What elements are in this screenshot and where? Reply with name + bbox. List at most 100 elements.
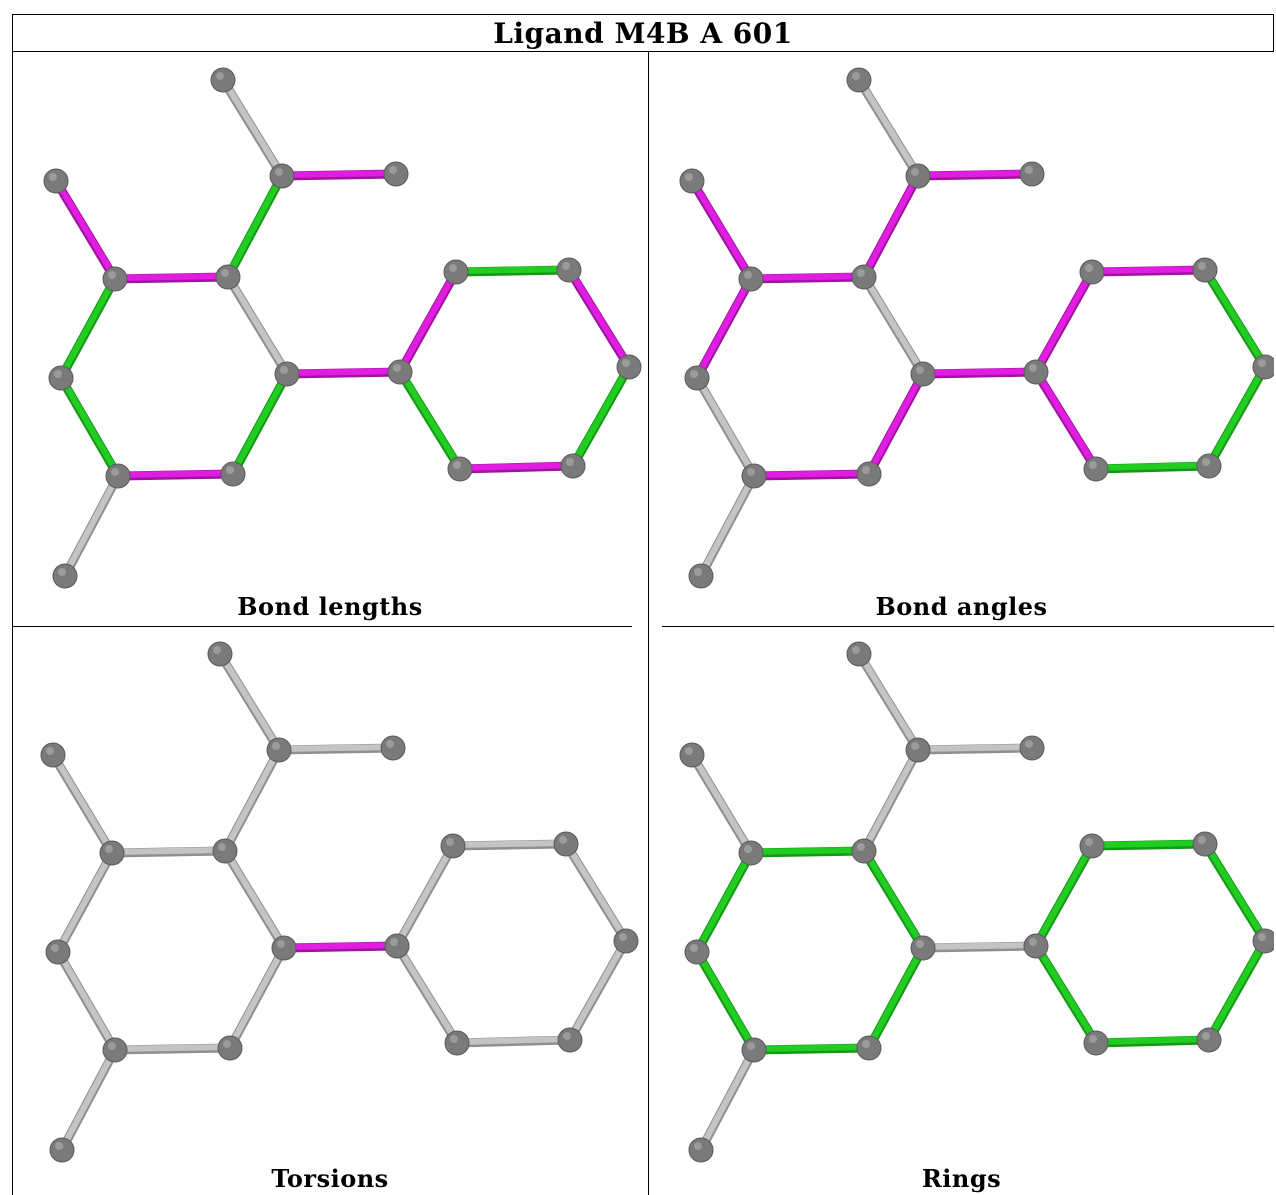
- atom-4: [738, 840, 764, 866]
- atom-highlight-5: [218, 843, 226, 851]
- grid-middle-divider-left: [12, 626, 632, 627]
- atom-1: [269, 163, 295, 189]
- atom-highlight-14: [622, 359, 630, 367]
- atom-highlight-9: [108, 1042, 116, 1050]
- atom-highlight-13: [1198, 262, 1206, 270]
- caption-torsions: Torsions: [271, 1164, 389, 1193]
- atom-1: [905, 737, 931, 763]
- bond-2: [687, 750, 756, 858]
- atom-8: [384, 933, 410, 959]
- bond-9: [864, 369, 928, 479]
- bond-6: [223, 272, 292, 379]
- atom-highlight-16: [1202, 1032, 1210, 1040]
- bond-17: [1091, 1035, 1214, 1048]
- atom-15: [447, 456, 473, 482]
- atom-12: [1079, 259, 1105, 285]
- bond-5: [56, 274, 120, 383]
- figure-frame: Ligand M4B A 601 Bond lengths Bond angle…: [12, 14, 1276, 1195]
- bond-12: [392, 841, 458, 951]
- bond-3: [223, 171, 287, 282]
- bond-3: [859, 745, 923, 856]
- molecule-diagram-bond-angles: [679, 67, 1274, 589]
- caption-bond-angles: Bond angles: [875, 592, 1048, 621]
- atom-highlight-13: [562, 262, 570, 270]
- bond-10: [113, 469, 238, 481]
- atom-0: [207, 641, 233, 667]
- atom-highlight-15: [453, 461, 461, 469]
- atom-highlight-10: [223, 1040, 231, 1048]
- atom-highlight-2: [389, 166, 397, 174]
- bond-2: [48, 750, 117, 858]
- atom-highlight-7: [277, 940, 285, 948]
- atom-4: [738, 266, 764, 292]
- atom-highlight-10: [862, 1040, 870, 1048]
- atom-highlight-0: [213, 646, 221, 654]
- bond-5: [692, 848, 756, 957]
- atom-7: [274, 361, 300, 387]
- bond-14: [1200, 839, 1270, 946]
- atom-7: [910, 935, 936, 961]
- bond-8: [53, 947, 120, 1055]
- atom-0: [846, 67, 872, 93]
- atom-highlight-2: [386, 740, 394, 748]
- atom-16: [560, 453, 586, 479]
- bond-10: [110, 1043, 235, 1055]
- bond-1: [913, 743, 1037, 755]
- atom-highlight-11: [694, 568, 702, 576]
- atom-highlight-1: [275, 168, 283, 176]
- atom-highlight-0: [852, 646, 860, 654]
- atom-highlight-7: [280, 366, 288, 374]
- atom-1: [266, 737, 292, 763]
- bond-4: [746, 272, 869, 284]
- atom-highlight-11: [58, 568, 66, 576]
- atom-highlight-5: [221, 269, 229, 277]
- atom-highlight-5: [857, 269, 865, 277]
- atom-highlight-11: [694, 1142, 702, 1150]
- atom-7: [271, 935, 297, 961]
- atom-highlight-5: [857, 843, 865, 851]
- atom-4: [99, 840, 125, 866]
- bond-6: [220, 846, 289, 953]
- atom-4: [102, 266, 128, 292]
- bond-16: [568, 362, 634, 471]
- bond-2: [51, 176, 120, 284]
- bond-8: [692, 947, 759, 1055]
- atom-highlight-2: [1025, 740, 1033, 748]
- bond-7: [282, 367, 405, 379]
- atom-10: [856, 461, 882, 487]
- bond-13: [1087, 839, 1210, 851]
- atom-highlight-0: [216, 72, 224, 80]
- atom-8: [1023, 933, 1049, 959]
- atom-highlight-8: [390, 938, 398, 946]
- atom-6: [684, 939, 710, 965]
- atom-7: [910, 361, 936, 387]
- atom-12: [443, 259, 469, 285]
- atom-highlight-13: [559, 836, 567, 844]
- atom-13: [556, 257, 582, 283]
- atom-highlight-1: [911, 168, 919, 176]
- atom-13: [553, 831, 579, 857]
- bond-17: [1091, 461, 1214, 474]
- atom-highlight-16: [563, 1032, 571, 1040]
- bond-14: [564, 265, 634, 372]
- bond-15: [395, 367, 465, 474]
- bond-1: [913, 169, 1037, 181]
- bond-3: [220, 745, 284, 856]
- atom-11: [49, 1137, 75, 1163]
- atom-highlight-7: [916, 940, 924, 948]
- molecule-diagram-bond-lengths: [43, 67, 642, 589]
- atom-highlight-8: [1029, 364, 1037, 372]
- grid-middle-divider-right: [662, 626, 1274, 627]
- atom-16: [1196, 1027, 1222, 1053]
- atom-highlight-6: [690, 944, 698, 952]
- atom-15: [1083, 456, 1109, 482]
- atom-highlight-3: [685, 173, 693, 181]
- caption-rings: Rings: [921, 1164, 1002, 1193]
- atom-11: [688, 563, 714, 589]
- bond-14: [561, 839, 631, 946]
- atom-10: [856, 1035, 882, 1061]
- panel-rings: Rings: [649, 626, 1274, 1195]
- panel-bond-lengths: Bond lengths: [12, 52, 648, 625]
- bond-0: [854, 649, 923, 755]
- atom-highlight-10: [862, 466, 870, 474]
